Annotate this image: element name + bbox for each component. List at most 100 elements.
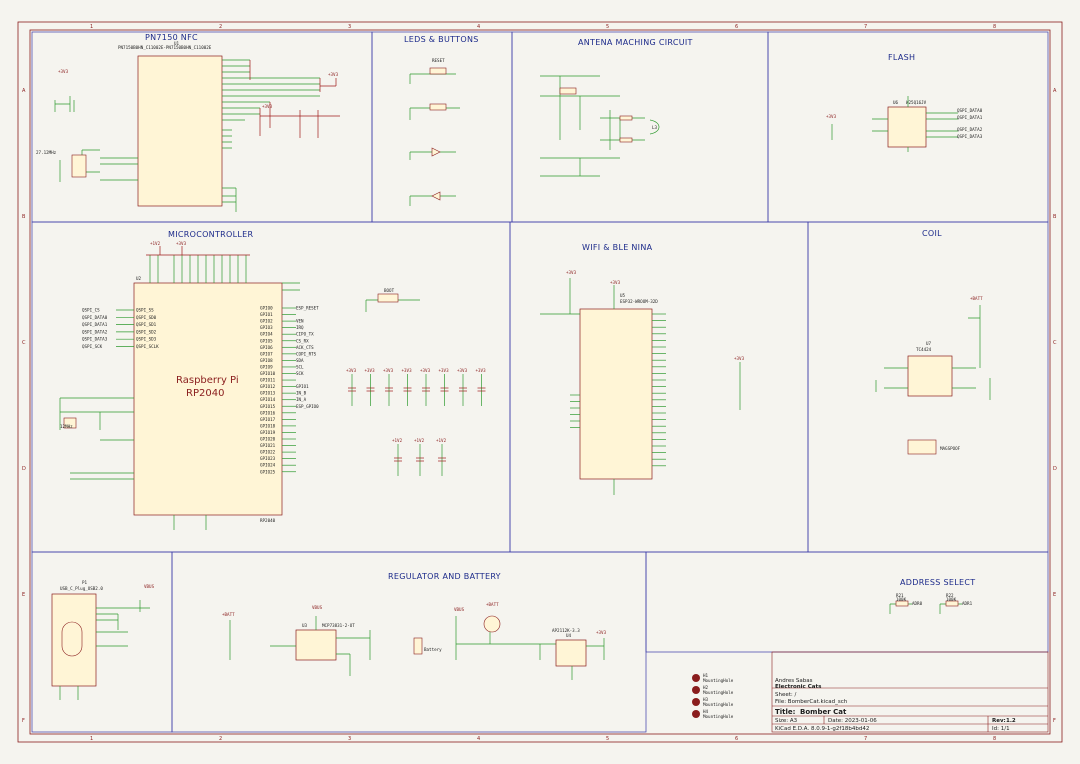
- mcu-crystal-freq: 12MHz: [60, 424, 73, 429]
- boot-button: [377, 293, 399, 303]
- wifi-pins: [570, 313, 666, 467]
- mcu-right-pin-label: GPIO20: [260, 437, 276, 442]
- mcu-left-pin-label: QSPI_SD3: [136, 337, 157, 342]
- nfc-crystal: [71, 154, 87, 178]
- flash-net-1: QSPI_DATA1: [957, 115, 983, 120]
- nfc-ic-body: [137, 55, 223, 207]
- mcu-right-net: SDA: [296, 358, 304, 363]
- grid-row-label: B: [22, 214, 26, 220]
- mcu-qspi-net: QSPI_CS: [82, 308, 100, 313]
- antenna-r15: [559, 87, 577, 95]
- grid-col-label: 6: [735, 736, 738, 742]
- mcu-qspi-net: QSPI_DATA0: [82, 315, 108, 320]
- mcu-right-net: IRQ: [296, 325, 304, 330]
- grid-col-label: 8: [993, 24, 996, 30]
- grid-row-label: F: [1053, 718, 1056, 724]
- coil-vbat-label: +BATT: [970, 296, 983, 301]
- grid-col-label: 4: [477, 24, 480, 30]
- boot-label: BOOT: [384, 288, 395, 293]
- nfc-ic-ref: U1: [174, 41, 180, 46]
- cap-v12-label: +1V2: [392, 438, 403, 443]
- ldo-ic-ref: U4: [566, 633, 572, 638]
- section-wifi-box: [509, 221, 809, 553]
- grid-col-label: 2: [219, 736, 222, 742]
- title-address: ADDRESS SELECT: [900, 578, 975, 587]
- grid-row-label: D: [22, 466, 26, 472]
- tb-date: Date: 2023-01-06: [828, 718, 877, 724]
- battery-connector: [413, 637, 423, 655]
- tb-author: Andres Sabas: [775, 678, 813, 684]
- title-antenna: ANTENA MACHING CIRCUIT: [578, 38, 693, 47]
- led-d2: [431, 191, 441, 201]
- grid-row-label: D: [1053, 466, 1057, 472]
- inner-frame: [29, 29, 1051, 735]
- title-coil: COIL: [922, 229, 942, 238]
- cap-v33-label: +3V3: [365, 368, 376, 373]
- address-r22-ref: R22: [946, 593, 954, 598]
- mcu-block: U2 RP2040 Raspberry Pi RP2040 QSPI_SSQSP…: [59, 241, 486, 530]
- nfc-ic-part: PN7150B0HN_C11002E-PN7150B0HN_C11002E: [118, 45, 212, 50]
- mcu-right-net: CIPO_TX: [296, 332, 314, 337]
- grid-col-label: 5: [606, 736, 609, 742]
- mh-ref-1: H1: [703, 673, 709, 678]
- mcu-right-pin-label: GPIO10: [260, 371, 276, 376]
- cap-v33-label: +3V3: [439, 368, 450, 373]
- mcu-right-pin-label: GPIO5: [260, 338, 273, 343]
- mcu-v33-label: +3V3: [176, 241, 187, 246]
- wifi-v33-label: +3V3: [566, 270, 577, 275]
- grid-col-label: 1: [90, 736, 93, 742]
- mcu-left-pin-label: QSPI_SD0: [136, 315, 157, 320]
- mcu-right-pin-label: GPIO21: [260, 443, 276, 448]
- mcu-left-pin-label: QSPI_SD2: [136, 329, 157, 334]
- mcu-left-pin-label: QSPI_SS: [136, 308, 154, 313]
- grid-row-label: C: [1053, 340, 1057, 346]
- mcu-right-pin-label: GPIO18: [260, 423, 276, 428]
- mcu-chip: RP2040: [186, 388, 224, 399]
- flash-net-3: QSPI_DATA3: [957, 134, 983, 139]
- grid-row-label: A: [22, 88, 26, 94]
- mh-ref-4: H4: [703, 709, 709, 714]
- flash-ic-ref: U6: [893, 100, 899, 105]
- regulator-block: U3 MCP73831-2-OT Battery U4 AP2112K-3.3 …: [222, 602, 607, 680]
- charger-vbus-label: VBUS: [312, 605, 323, 610]
- reg-vbus-label: VBUS: [454, 607, 465, 612]
- grid-row-label: B: [1053, 214, 1057, 220]
- nfc-v33-label-2: +3V3: [328, 72, 339, 77]
- cap-v33-label: +3V3: [402, 368, 413, 373]
- mcu-right-pin-label: GPIO11: [260, 378, 276, 383]
- mcu-ic-body: [133, 282, 283, 516]
- mcu-right-pin-label: GPIO22: [260, 450, 276, 455]
- mounting-hole-icon: [692, 698, 700, 706]
- tb-file: File: BomberCat.kicad_sch: [775, 699, 848, 705]
- mcu-footer: RP2040: [260, 518, 276, 523]
- grid-row-label: E: [22, 592, 25, 598]
- mcu-right-pin-label: GPIO3: [260, 325, 273, 330]
- mcu-qspi-net: QSPI_DATA2: [82, 329, 108, 334]
- mcu-right-net: VEN: [296, 319, 304, 324]
- mcu-right-pin-label: GPIO13: [260, 391, 276, 396]
- mcu-right-pin-label: GPIO25: [260, 469, 276, 474]
- nfc-crystal-freq: 27.12MHz: [36, 150, 57, 155]
- wifi-v33-label-3: +3V3: [734, 356, 745, 361]
- grid-col-label: 4: [477, 736, 480, 742]
- wifi-ic-body: [579, 308, 653, 480]
- grid-row-label: A: [1053, 88, 1057, 94]
- cap-v33-label: +3V3: [346, 368, 357, 373]
- reset-label: RESET: [432, 58, 445, 63]
- title-mcu: MICROCONTROLLER: [168, 230, 253, 239]
- mcu-right-net: SCL: [296, 364, 304, 369]
- grid-col-label: 1: [90, 24, 93, 30]
- mcu-right-net: ESP_RESET: [296, 306, 319, 311]
- decoupling-caps: +3V3+3V3+3V3+3V3+3V3+3V3+3V3+3V3+1V2+1V2…: [346, 368, 486, 476]
- title-wifi: WIFI & BLE NINA: [582, 243, 653, 252]
- cap-v12-label: +1V2: [414, 438, 425, 443]
- tb-company: Electronic Cats: [775, 684, 822, 690]
- reset-button: [429, 67, 447, 75]
- mh-label-1: MountingHole: [703, 678, 734, 683]
- usb-vbus-label: VBUS: [144, 584, 155, 589]
- title-leds: LEDS & BUTTONS: [404, 35, 479, 44]
- mcu-right-pin-label: GPIO4: [260, 332, 273, 337]
